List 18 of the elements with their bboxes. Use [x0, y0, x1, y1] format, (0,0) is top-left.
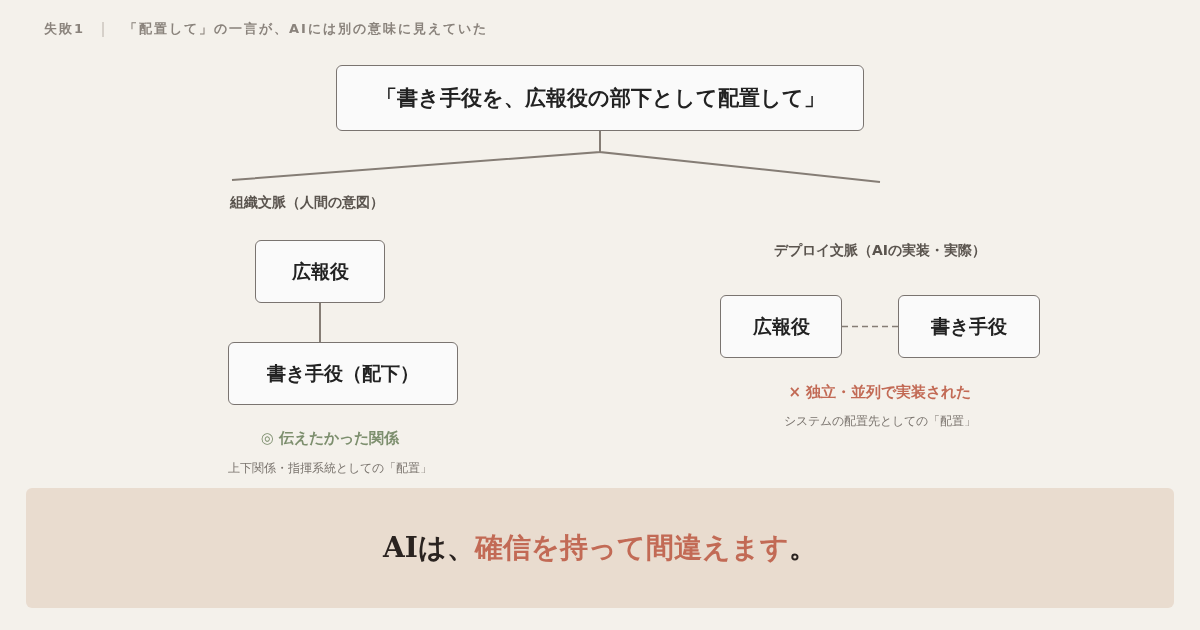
instruction-box: 「書き手役を、広報役の部下として配置して」 — [336, 65, 864, 131]
role-box: 広報役 — [255, 240, 385, 303]
diagram-title: 「配置して」の一言が、AIには別の意味に見えていた — [124, 20, 488, 38]
connector-line — [841, 325, 899, 328]
role-box: 書き手役（配下） — [228, 342, 458, 405]
step-label: 失敗1 — [44, 20, 87, 38]
note-text: 上下関係・指揮系統としての「配置」 — [227, 460, 433, 477]
connector-line — [599, 130, 881, 183]
role-box: 書き手役 — [898, 295, 1040, 358]
note-text: システムの配置先としての「配置」 — [783, 413, 977, 430]
intent-note: ◎ 伝えたかった関係 — [259, 429, 401, 448]
context-heading: デプロイ文脈（AIの実装・実際） — [773, 242, 986, 260]
error-note: × 独立・並列で実装された — [787, 383, 973, 402]
role-box: 広報役 — [720, 295, 842, 358]
context-heading: 組織文脈（人間の意図） — [230, 194, 384, 212]
conclusion-banner — [26, 488, 1174, 608]
connector-line — [319, 302, 321, 343]
conclusion-text: AIは、確信を持って間違えます。 — [383, 530, 817, 566]
